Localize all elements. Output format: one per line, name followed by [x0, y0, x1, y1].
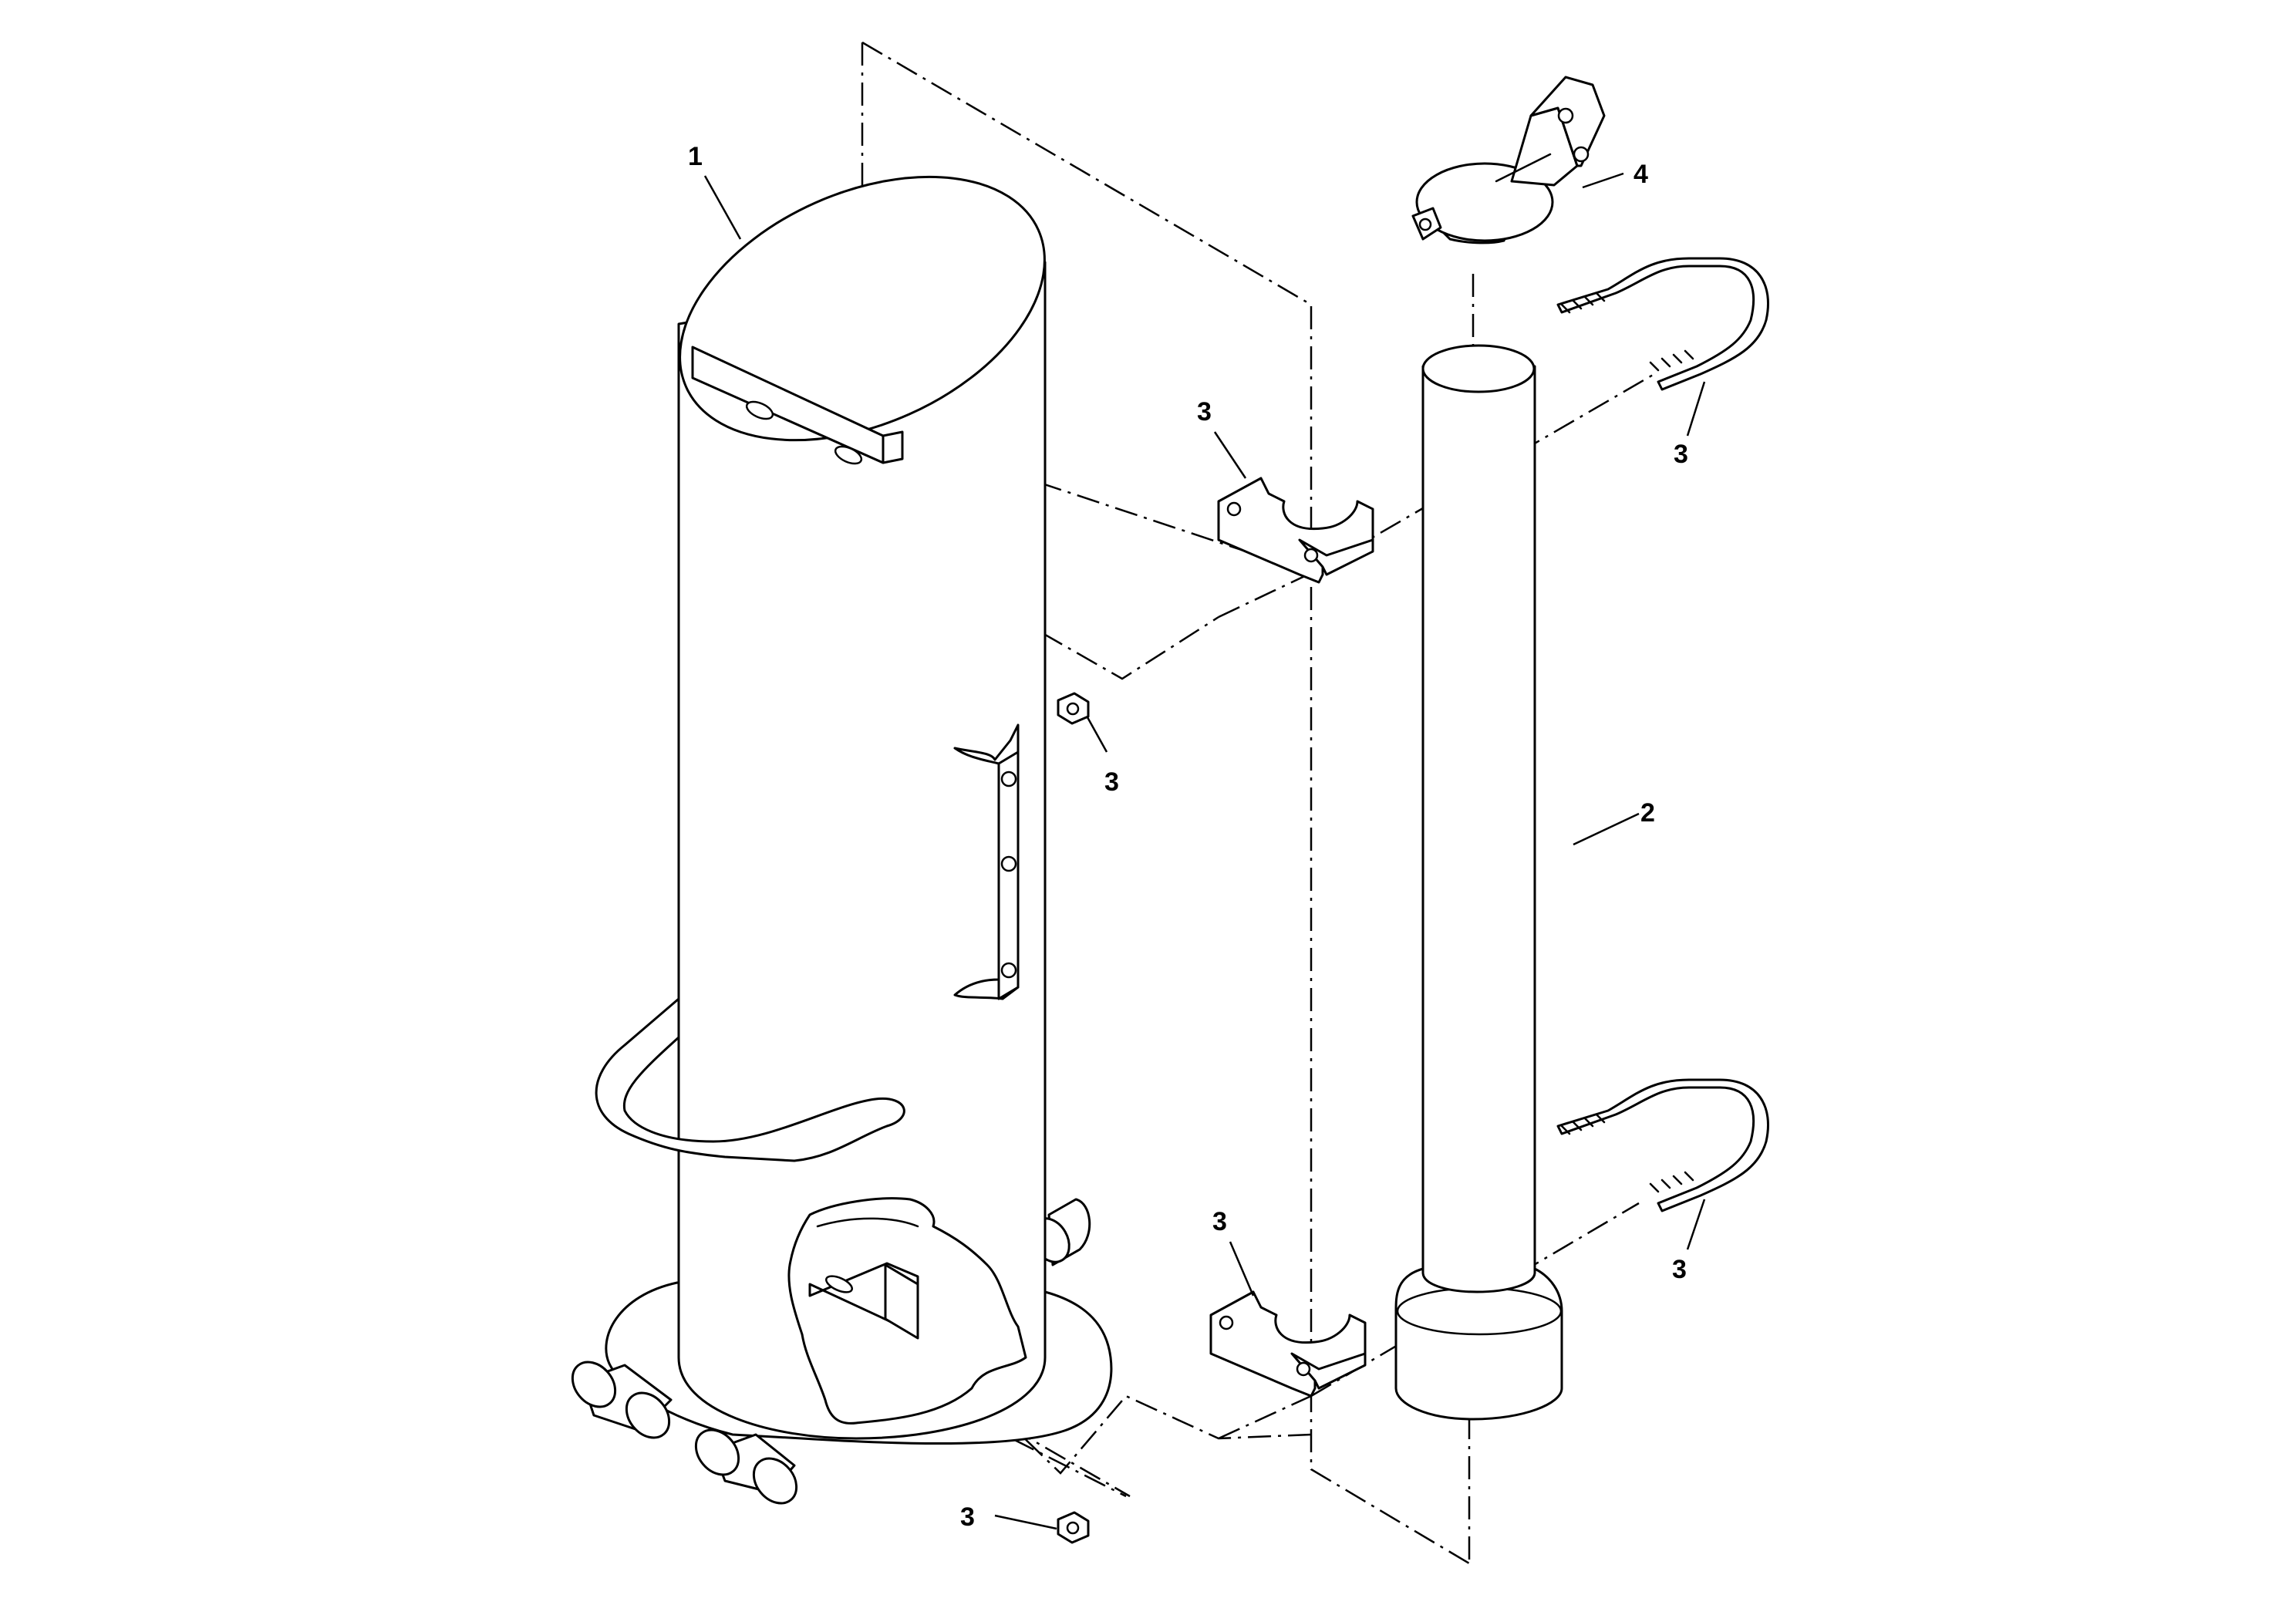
callout-2: 2	[1640, 798, 1655, 828]
lower-clamp-bracket	[1209, 1290, 1367, 1398]
front-foot-tubes	[571, 1361, 798, 1505]
leader-lines	[703, 172, 1706, 1530]
callout-3-upper-nut: 3	[1104, 767, 1119, 797]
callout-3-lower-u-bolt: 3	[1672, 1255, 1687, 1284]
callout-3-upper-clamp: 3	[1197, 397, 1212, 427]
callout-3-lower-nut: 3	[960, 1502, 975, 1532]
rain-cap-part-4	[1411, 76, 1606, 244]
callout-labels: 1 2 3 3 3 3 3 3 4	[688, 142, 1688, 1532]
upper-clamp-bracket	[1217, 477, 1374, 584]
callout-1: 1	[688, 142, 703, 171]
lower-u-bolt	[1556, 1078, 1769, 1212]
chimney-pipe-part-2	[1394, 344, 1563, 1421]
side-bracket	[953, 723, 1020, 1000]
callout-4: 4	[1633, 160, 1648, 189]
upper-hex-nut	[1057, 692, 1090, 725]
upper-u-bolt	[1556, 257, 1769, 391]
cutaway-view	[787, 1197, 1027, 1425]
callout-3-lower-clamp: 3	[1212, 1207, 1227, 1236]
carry-handle	[595, 997, 905, 1162]
lower-hex-nut	[1057, 1511, 1090, 1544]
flue-housing-part-1	[571, 175, 1113, 1505]
callout-3-upper-u-bolt: 3	[1674, 440, 1688, 469]
